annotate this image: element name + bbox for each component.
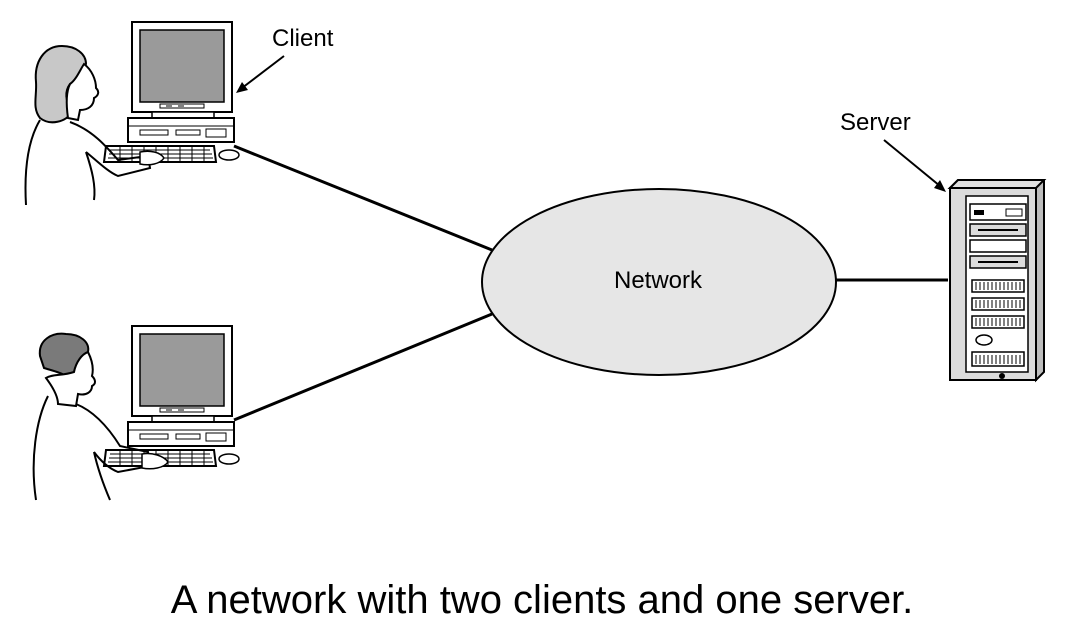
server-pointer-arrowhead	[934, 180, 946, 192]
network-ellipse	[481, 188, 837, 376]
person-at-computer-icon	[24, 21, 240, 206]
person-at-computer-icon	[32, 325, 240, 501]
link-top-client	[233, 144, 493, 252]
server-tower-icon	[947, 179, 1047, 383]
client-label: Client	[272, 25, 334, 52]
client-pointer-arrowhead	[236, 82, 248, 93]
diagram-caption: A network with two clients and one serve…	[170, 578, 914, 622]
server-label: Server	[840, 109, 911, 136]
server-pointer-line	[883, 139, 941, 187]
network-label: Network	[614, 267, 703, 294]
client-pointer-line	[241, 55, 285, 89]
link-bottom-client	[233, 312, 493, 422]
